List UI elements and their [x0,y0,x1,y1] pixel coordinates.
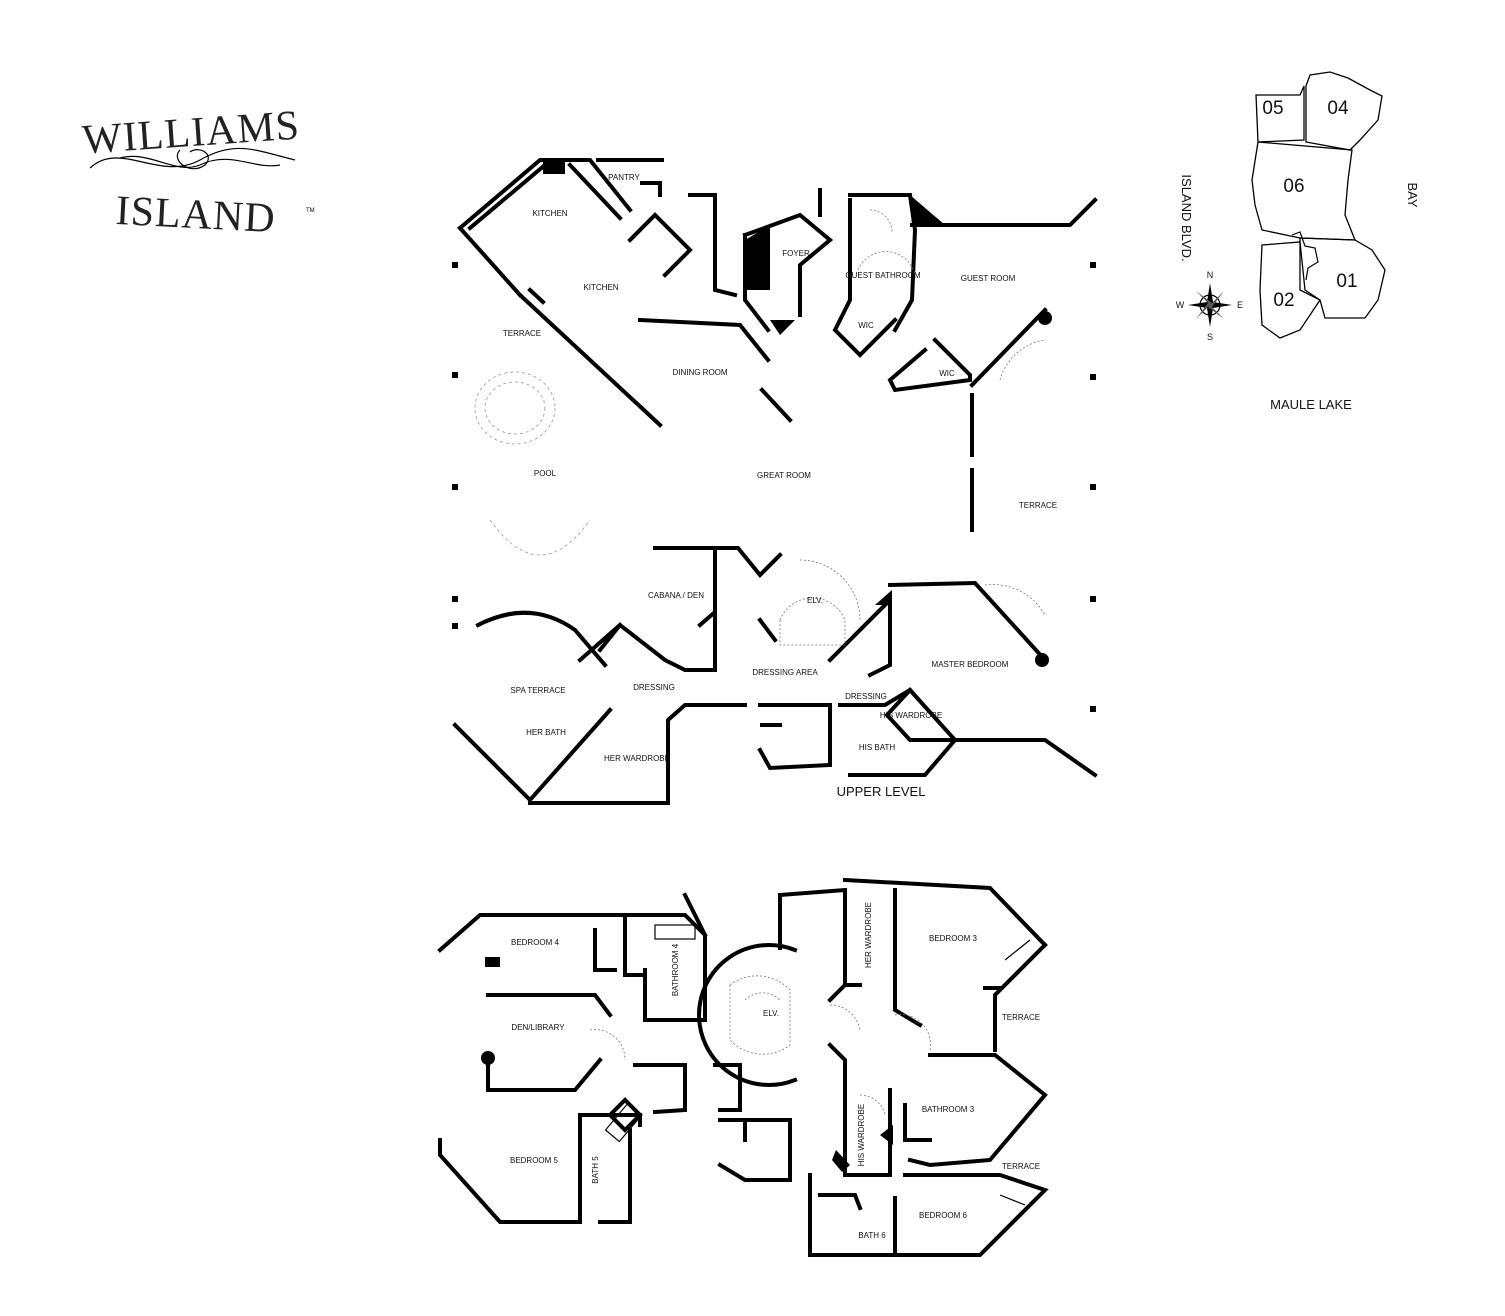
room-master-bedroom: MASTER BEDROOM [932,660,1009,669]
room-her-wardrobe-lower: HER WARDROBE [864,902,873,968]
key-unit-04: 04 [1327,98,1349,119]
compass-s: S [1207,332,1213,342]
room-spa-terrace: SPA TERRACE [510,686,565,695]
compass-rose-icon: N S E W [1176,270,1243,342]
key-plan: 05 04 06 01 02 ISLAND BLVD. BAY MAULE LA… [1176,71,1420,412]
compass-n: N [1207,270,1214,280]
upper-level-title: UPPER LEVEL [837,784,926,799]
compass-e: E [1237,300,1243,310]
logo-line1: WILLIAMS [81,102,302,163]
room-bedroom-5: BEDROOM 5 [510,1156,559,1165]
room-terrace-east: TERRACE [1019,501,1057,510]
room-his-bath: HIS BATH [859,743,896,752]
room-dressing-west: DRESSING [633,683,675,692]
room-wic-1: WIC [858,321,874,330]
room-cabana-den: CABANA / DEN [648,591,704,600]
terrace-posts [452,262,1096,712]
room-guest-bathroom: GUEST BATHROOM [845,271,921,280]
key-unit-02: 02 [1273,290,1294,311]
room-wic-2: WIC [939,369,955,378]
key-unit-05: 05 [1262,98,1283,119]
room-elevator-upper: ELV. [807,596,823,605]
room-kitchen: KITCHEN [583,283,618,292]
lower-level-labels: BEDROOM 4 BATHROOM 4 HER WARDROBE BEDROO… [510,902,1040,1240]
room-dining-room: DINING ROOM [672,368,727,377]
room-guest-room: GUEST ROOM [961,274,1016,283]
room-dressing-east: DRESSING [845,692,887,701]
lower-level-fixtures [589,924,1031,1206]
logo-trademark: TM [306,208,315,214]
room-his-wardrobe-upper: HIS WARDROBE [880,711,942,720]
room-bathroom-4: BATHROOM 4 [671,943,680,996]
logo-line2: ISLAND [115,188,277,242]
room-bedroom-3: BEDROOM 3 [929,934,978,943]
room-kitchen-top: KITCHEN [532,209,567,218]
room-bedroom-4: BEDROOM 4 [511,938,560,947]
room-her-bath: HER BATH [526,728,566,737]
compass-w: W [1176,300,1185,310]
room-terrace-lower-2: TERRACE [1002,1162,1040,1171]
room-bath-5: BATH 5 [591,1156,600,1184]
room-dressing-area: DRESSING AREA [752,668,818,677]
room-pantry: PANTRY [608,173,640,182]
key-unit-06: 06 [1283,176,1304,197]
road-label-island-blvd: ISLAND BLVD. [1179,174,1194,261]
room-foyer: FOYER [782,249,810,258]
upper-level-fixtures [474,209,1052,667]
room-bedroom-6: BEDROOM 6 [919,1211,968,1220]
upper-level-labels: PANTRY KITCHEN KITCHEN FOYER GUEST BATHR… [503,173,1057,799]
key-unit-01: 01 [1336,271,1357,292]
lower-level-walls [437,877,1049,1257]
room-den-library: DEN/LIBRARY [511,1023,565,1032]
water-label-bay: BAY [1405,182,1420,207]
room-her-wardrobe-upper: HER WARDROBE [604,754,670,763]
room-great-room: GREAT ROOM [757,471,811,480]
upper-level-walls [452,158,1098,805]
room-his-wardrobe-lower: HIS WARDROBE [857,1104,866,1166]
williams-island-logo: WILLIAMS ISLAND TM [81,102,315,242]
room-elevator-lower: ELV. [763,1009,779,1018]
room-pool: POOL [534,469,557,478]
room-bathroom-3: BATHROOM 3 [922,1105,975,1114]
water-label-maule-lake: MAULE LAKE [1270,397,1352,412]
room-terrace-west: TERRACE [503,329,541,338]
room-terrace-lower-1: TERRACE [1002,1013,1040,1022]
room-bath-6: BATH 6 [858,1231,886,1240]
